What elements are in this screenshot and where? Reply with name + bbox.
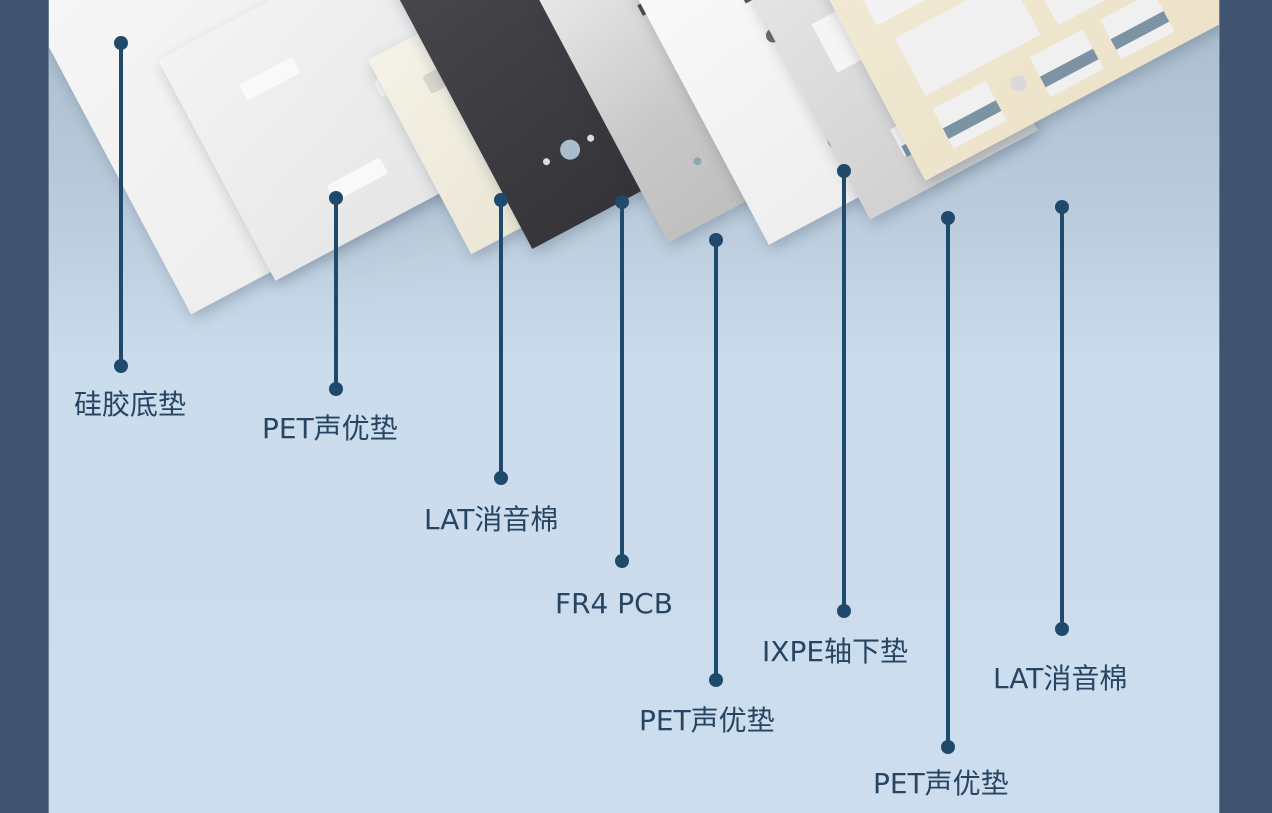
leader-dot-bottom-pet-2 [709,673,723,687]
leader-dot-bottom-lat-1 [494,471,508,485]
label-pet-1: PET声优垫 [262,412,398,445]
leader-dot-bottom-ixpe [837,604,851,618]
leader-line-lat-2 [1060,207,1064,629]
leader-dot-bottom-fr4-pcb [615,554,629,568]
leader-line-pet-1 [334,198,338,389]
label-pet-3: PET声优垫 [873,767,1009,800]
leader-dot-bottom-silicone-base [114,359,128,373]
leader-line-pet-2 [714,240,718,680]
exploded-diagram-canvas: 硅胶底垫 PET声优垫 LAT消音棉 FR4 PCB PET声优垫 IXPE轴下… [48,0,1219,813]
leader-dot-bottom-pet-1 [329,382,343,396]
leader-line-pet-3 [946,218,950,747]
label-ixpe: IXPE轴下垫 [762,635,909,668]
label-pet-2: PET声优垫 [639,704,775,737]
leader-line-fr4-pcb [620,202,624,561]
left-frame-border [0,0,49,813]
leader-line-lat-1 [499,200,503,478]
label-lat-2: LAT消音棉 [993,662,1128,695]
leader-line-silicone-base [119,43,123,366]
label-lat-1: LAT消音棉 [424,503,559,536]
leader-line-ixpe [842,171,846,611]
leader-dot-bottom-pet-3 [941,740,955,754]
label-silicone-base: 硅胶底垫 [74,388,187,421]
right-frame-border [1219,0,1272,813]
leader-dot-bottom-lat-2 [1055,622,1069,636]
label-fr4-pcb: FR4 PCB [555,587,673,620]
